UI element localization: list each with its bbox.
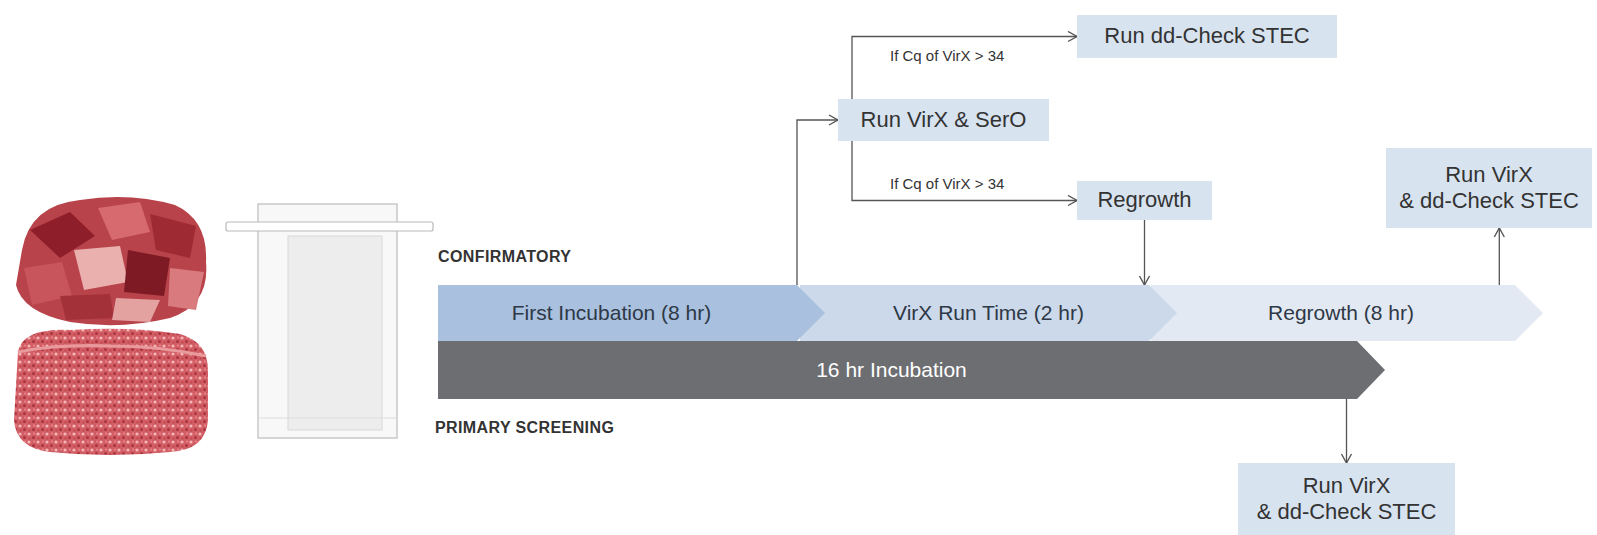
step-text: Run VirX & dd-Check STEC [1399,162,1579,215]
band-text: 16 hr Incubation [816,357,967,382]
flow-arrow [852,37,1077,100]
chevron [800,285,1177,341]
diced-meat [16,197,206,325]
timeline-band: VirX Run Time (2 hr) [800,285,1177,341]
chevron [1151,285,1543,341]
step-text: Run VirX & SerO [861,107,1027,133]
chevron [438,341,1385,399]
condition-label: If Cq of VirX > 34 [888,175,1006,193]
band-text: VirX Run Time (2 hr) [893,300,1084,325]
step-text: Run dd-Check STEC [1104,23,1309,49]
step-box: Run VirX & SerO [838,99,1049,141]
band-text: Regrowth (8 hr) [1268,300,1414,325]
timeline-band: Regrowth (8 hr) [1151,285,1543,341]
flow-arrow [852,141,1077,201]
section-label: CONFIRMATORY [438,248,571,266]
step-box: Run VirX & dd-Check STEC [1386,148,1592,228]
flow-arrow [797,120,838,285]
flow-arrow [1144,220,1145,285]
sample-bag [226,204,433,438]
step-box: Run dd-Check STEC [1077,15,1337,58]
step-box: Regrowth [1077,181,1212,220]
chevron [438,285,825,341]
ground-meat [14,329,208,455]
step-text: Regrowth [1097,187,1191,213]
timeline-band: First Incubation (8 hr) [438,285,825,341]
flow-arrow [1346,399,1347,463]
flow-arrow [1499,228,1500,285]
step-text: Run VirX & dd-Check STEC [1257,473,1437,526]
timeline-bar: 16 hr Incubation [438,341,1385,399]
section-label: PRIMARY SCREENING [435,419,614,437]
band-text: First Incubation (8 hr) [512,300,712,325]
step-box: Run VirX & dd-Check STEC [1238,463,1455,535]
condition-label: If Cq of VirX > 34 [888,47,1006,65]
